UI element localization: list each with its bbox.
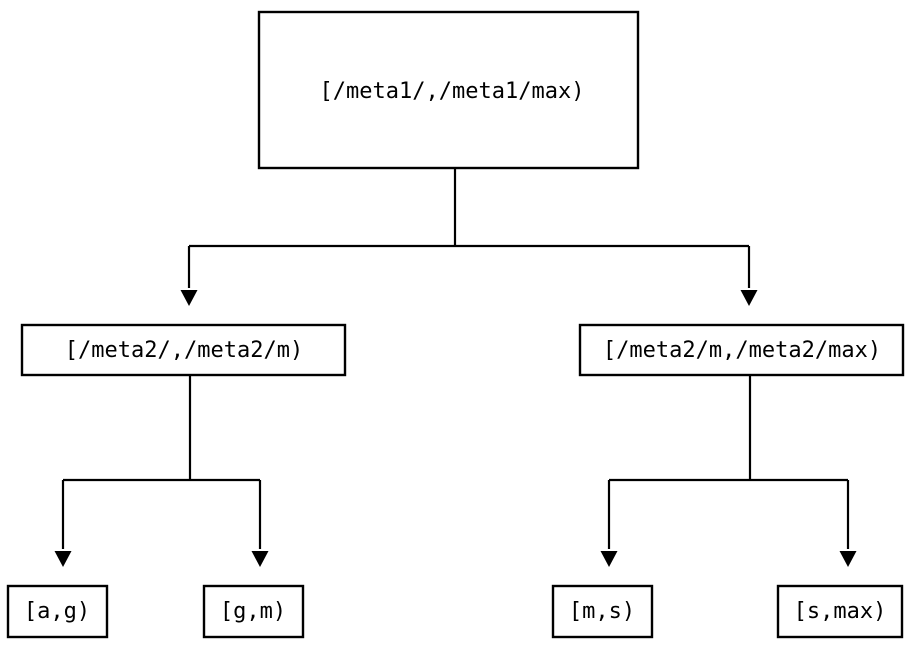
edge-root-to-mid-right bbox=[740, 246, 758, 306]
node-leaf-ag[interactable]: [a,g) bbox=[6, 584, 109, 639]
arrow-head-leaf-ms bbox=[600, 551, 618, 567]
arrow-head-mid-right bbox=[740, 290, 758, 306]
edge-root-to-mid-left bbox=[180, 168, 749, 306]
node-leaf-gm[interactable]: [g,m) bbox=[202, 584, 305, 639]
node-mid-left-box[interactable] bbox=[20, 323, 347, 377]
node-leaf-smax-box[interactable] bbox=[776, 584, 904, 639]
node-leaf-gm-label: [g,m) bbox=[220, 599, 286, 624]
arrow-head-leaf-smax bbox=[839, 551, 857, 567]
arrow-head-leaf-ag bbox=[54, 551, 72, 567]
node-leaf-gm-box[interactable] bbox=[202, 584, 305, 639]
node-mid-left-label: [/meta2/,/meta2/m) bbox=[65, 338, 303, 363]
node-mid-right[interactable]: [/meta2/m,/meta2/max) bbox=[578, 323, 905, 377]
node-leaf-ag-box[interactable] bbox=[6, 584, 109, 639]
node-mid-left[interactable]: [/meta2/,/meta2/m) bbox=[20, 323, 347, 377]
arrow-head-leaf-gm bbox=[251, 551, 269, 567]
node-root-label: [/meta1/,/meta1/max) bbox=[320, 79, 585, 104]
edge-mid-right-to-leaves bbox=[600, 375, 857, 567]
node-leaf-smax[interactable]: [s,max) bbox=[776, 584, 904, 639]
node-mid-right-box[interactable] bbox=[578, 323, 905, 377]
arrow-head-mid-left bbox=[180, 290, 198, 306]
edge-mid-left-to-leaves bbox=[54, 375, 269, 567]
node-leaf-ms-label: [m,s) bbox=[569, 599, 635, 624]
node-leaf-ms-box[interactable] bbox=[551, 584, 654, 639]
node-leaf-smax-label: [s,max) bbox=[794, 599, 887, 624]
node-root-box[interactable] bbox=[257, 10, 640, 170]
node-root[interactable]: [/meta1/,/meta1/max) bbox=[257, 10, 640, 170]
node-mid-right-label: [/meta2/m,/meta2/max) bbox=[603, 338, 881, 363]
node-leaf-ag-label: [a,g) bbox=[24, 599, 90, 624]
node-leaf-ms[interactable]: [m,s) bbox=[551, 584, 654, 639]
